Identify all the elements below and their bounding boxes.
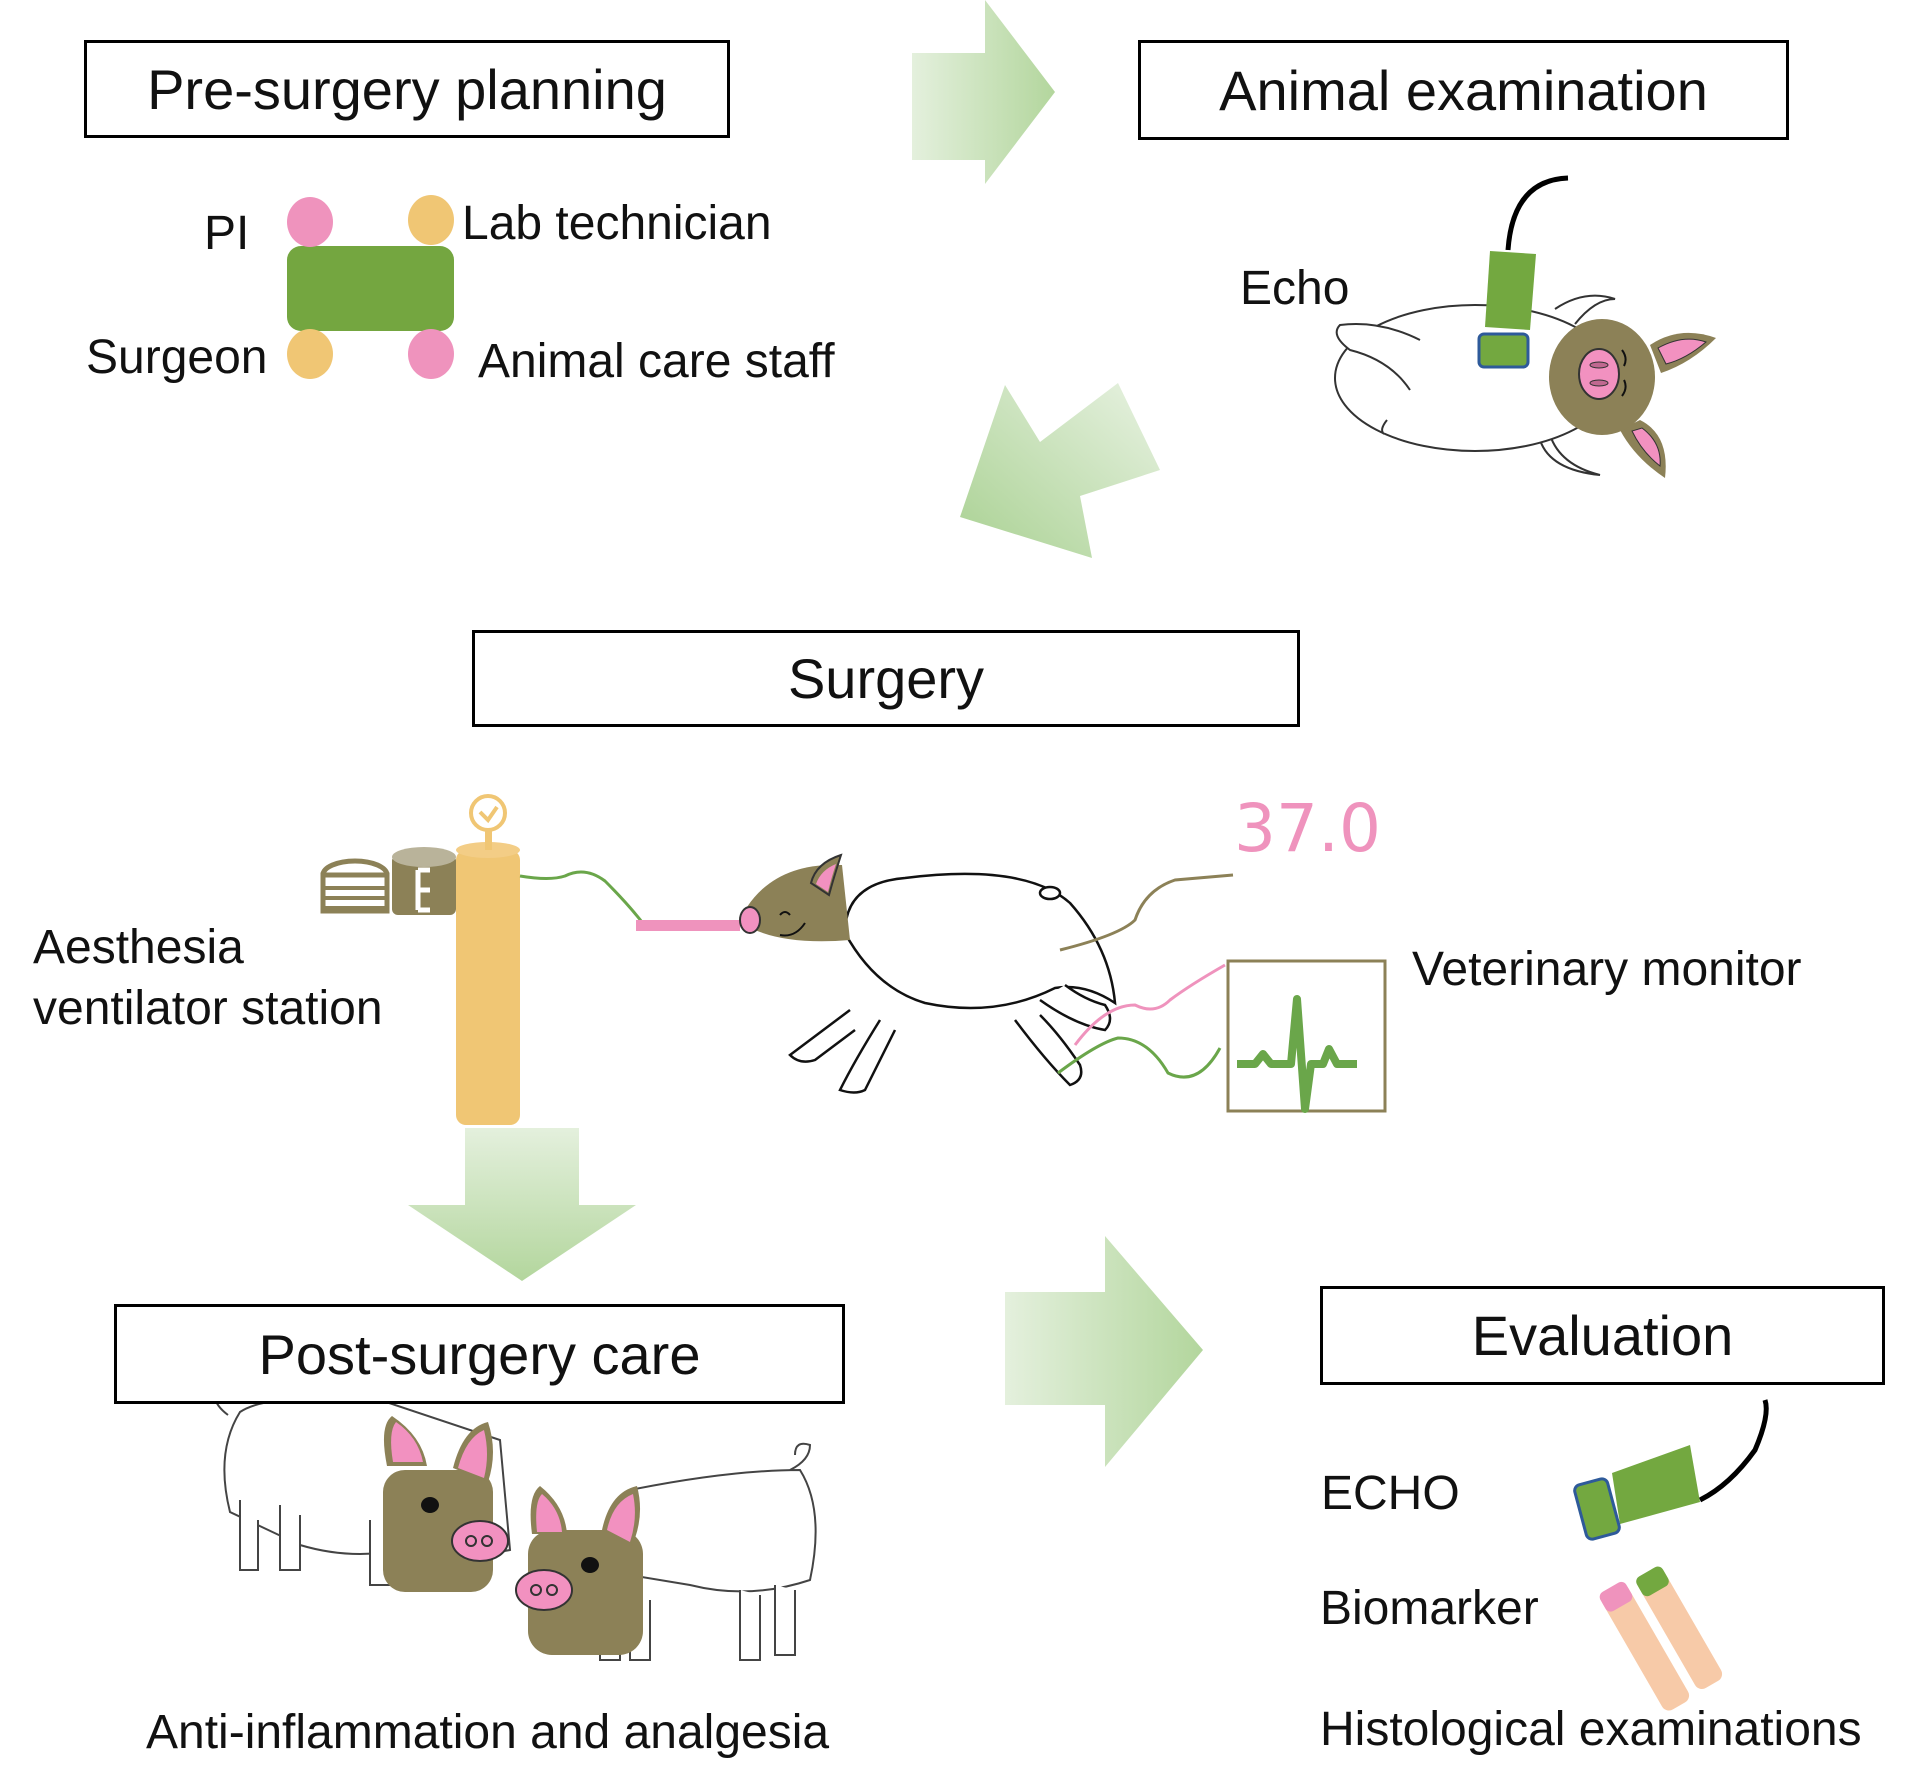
pig-standing-right — [598, 1442, 817, 1661]
role-dot-animal-care — [408, 329, 454, 379]
stage-pre-surgery-planning: Pre-surgery planning — [84, 40, 730, 138]
pig-anesthetized-icon — [788, 872, 1117, 1094]
stage-post-surgery-care: Post-surgery care — [114, 1304, 845, 1404]
anesthesia-station-icon — [320, 794, 520, 1125]
ventilator-tube — [519, 870, 647, 927]
endotracheal-tube — [636, 920, 740, 931]
pig-head-left — [383, 1416, 509, 1592]
role-dot-pi — [287, 197, 333, 247]
label-station-line1: Aesthesia — [33, 921, 244, 974]
blood-tubes-icon — [1599, 1566, 1723, 1711]
label-pi: PI — [204, 207, 250, 260]
flow-arrow-4 — [1005, 1236, 1203, 1467]
ecg-monitor-icon — [1226, 959, 1387, 1113]
label-eval-biomarker: Biomarker — [1320, 1582, 1539, 1635]
temperature-readout: 37.0 — [1234, 790, 1381, 867]
flow-arrow-2 — [960, 383, 1160, 558]
label-eval-echo: ECHO — [1321, 1467, 1460, 1520]
pig-head-right — [515, 1486, 643, 1655]
stage-animal-examination: Animal examination — [1138, 40, 1789, 140]
evaluation-echo-probe-icon — [1573, 1399, 1769, 1541]
temp-probe-line — [1059, 873, 1234, 952]
label-surgeon: Surgeon — [86, 331, 268, 384]
label-anti-inflammation: Anti-inflammation and analgesia — [146, 1706, 830, 1759]
role-dot-lab-tech — [408, 195, 454, 245]
ecg-lead-pink — [1073, 963, 1226, 1046]
pig-surgery-head — [739, 853, 850, 942]
label-station-line2: ventilator station — [33, 982, 383, 1035]
ecg-lead-green — [1057, 1036, 1222, 1079]
flow-arrow-3 — [408, 1128, 636, 1281]
label-eval-histology: Histological examinations — [1320, 1703, 1862, 1756]
echo-probe-icon — [1477, 175, 1569, 369]
label-echo: Echo — [1240, 262, 1350, 315]
meeting-table — [287, 246, 454, 331]
flow-arrow-1 — [912, 0, 1055, 184]
label-lab-technician: Lab technician — [462, 197, 772, 250]
stage-evaluation: Evaluation — [1320, 1286, 1885, 1385]
stage-surgery: Surgery — [472, 630, 1300, 727]
label-veterinary-monitor: Veterinary monitor — [1412, 943, 1802, 996]
role-dot-surgeon — [287, 329, 333, 379]
pig-head-icon — [1549, 319, 1716, 478]
label-animal-care-staff: Animal care staff — [478, 335, 835, 388]
